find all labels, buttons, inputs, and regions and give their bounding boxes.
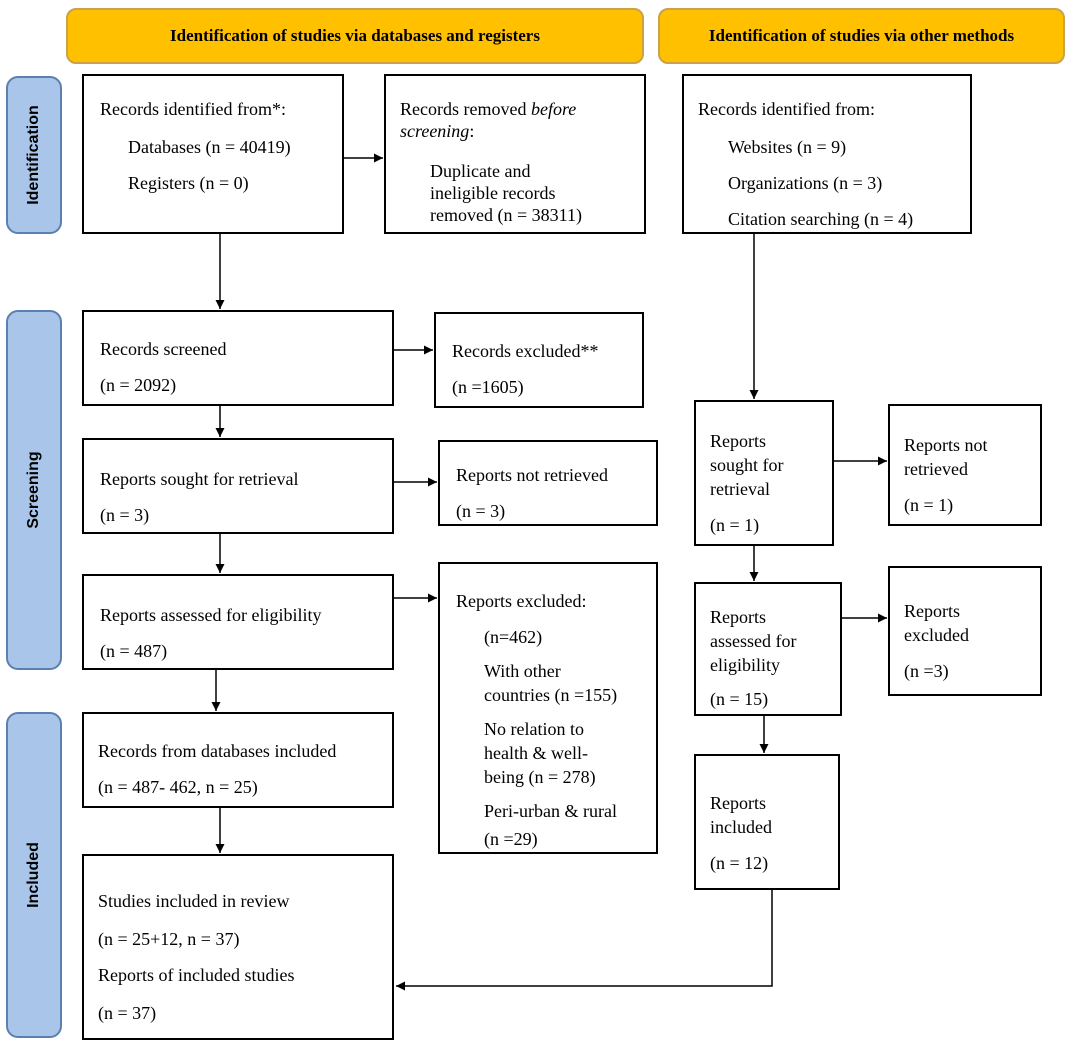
peri-urban-line2: (n =29) — [484, 829, 538, 849]
other-countries-line1: With other — [484, 661, 561, 681]
studies-included-title: Studies included in review — [98, 891, 290, 911]
records-identified-title: Records identified from*: — [100, 99, 286, 119]
reports-excluded-title: Reports excluded: — [456, 591, 587, 611]
reports-of-included-title: Reports of included studies — [98, 965, 295, 985]
phase-screening: Screening — [6, 310, 62, 670]
other-reports-excluded-line1: Reports — [904, 601, 960, 621]
other-reports-included-box: Reports included (n = 12) — [694, 754, 840, 890]
other-reports-excluded-box: Reports excluded (n =3) — [888, 566, 1042, 696]
no-relation-line1: No relation to — [484, 719, 584, 739]
records-removed-box: Records removed before screening: Duplic… — [384, 74, 646, 234]
other-reports-not-retrieved-line2: retrieved — [904, 459, 968, 479]
reports-of-included-count: (n = 37) — [98, 1003, 157, 1023]
reports-not-retrieved-count: (n = 3) — [456, 501, 506, 521]
records-excluded-title: Records excluded** — [452, 341, 599, 361]
studies-included-box: Studies included in review (n = 25+12, n… — [82, 854, 394, 1040]
studies-included-count: (n = 25+12, n = 37) — [98, 929, 240, 949]
other-reports-sought-box: Reports sought for retrieval (n = 1) — [694, 400, 834, 546]
other-records-identified-title: Records identified from: — [698, 99, 875, 119]
other-reports-sought-line2: sought for — [710, 455, 784, 475]
reports-assessed-box: Reports assessed for eligibility (n = 48… — [82, 574, 394, 670]
other-reports-sought-count: (n = 1) — [710, 515, 760, 535]
reports-excluded-box: Reports excluded: (n=462) With other cou… — [438, 562, 658, 854]
records-included-db-count: (n = 487- 462, n = 25) — [98, 777, 258, 797]
organizations-count: Organizations (n = 3) — [728, 173, 883, 193]
records-removed-line1: Records removed before — [400, 99, 577, 119]
reports-sought-count: (n = 3) — [100, 505, 150, 525]
records-removed-line5: removed (n = 38311) — [430, 205, 582, 225]
records-screened-title: Records screened — [100, 339, 227, 359]
other-reports-included-line2: included — [710, 817, 772, 837]
other-reports-assessed-line3: eligibility — [710, 655, 780, 675]
other-reports-not-retrieved-box: Reports not retrieved (n = 1) — [888, 404, 1042, 526]
other-reports-not-retrieved-line1: Reports not — [904, 435, 988, 455]
peri-urban-line1: Peri-urban & rural — [484, 801, 617, 821]
records-included-db-title: Records from databases included — [98, 741, 337, 761]
other-records-identified-box: Records identified from: Websites (n = 9… — [682, 74, 972, 234]
records-removed-line3: Duplicate and — [430, 161, 531, 181]
registers-count: Registers (n = 0) — [128, 173, 249, 193]
no-relation-line2: health & well- — [484, 743, 588, 763]
records-included-db-box: Records from databases included (n = 487… — [82, 712, 394, 808]
records-identified-box: Records identified from*: Databases (n =… — [82, 74, 344, 234]
phase-included: Included — [6, 712, 62, 1038]
other-reports-sought-line3: retrieval — [710, 479, 770, 499]
phase-identification: Identification — [6, 76, 62, 234]
reports-not-retrieved-box: Reports not retrieved (n = 3) — [438, 440, 658, 526]
reports-not-retrieved-title: Reports not retrieved — [456, 465, 608, 485]
other-reports-sought-line1: Reports — [710, 431, 766, 451]
records-removed-line4: ineligible records — [430, 183, 556, 203]
records-excluded-count: (n =1605) — [452, 377, 524, 397]
header-other-label: Identification of studies via other meth… — [708, 26, 1015, 45]
other-reports-excluded-count: (n =3) — [904, 661, 949, 681]
header-databases-label: Identification of studies via databases … — [170, 26, 540, 45]
reports-assessed-title: Reports assessed for eligibility — [100, 605, 322, 625]
other-reports-included-count: (n = 12) — [710, 853, 769, 873]
records-excluded-box: Records excluded** (n =1605) — [434, 312, 644, 408]
arrow-other-included-to-studies — [396, 890, 773, 991]
records-screened-box: Records screened (n = 2092) — [82, 310, 394, 406]
other-reports-assessed-box: Reports assessed for eligibility (n = 15… — [694, 582, 842, 716]
reports-sought-title: Reports sought for retrieval — [100, 469, 299, 489]
websites-count: Websites (n = 9) — [728, 137, 847, 157]
header-other-methods: Identification of studies via other meth… — [658, 8, 1065, 64]
reports-excluded-count: (n=462) — [484, 627, 543, 647]
citation-searching-count: Citation searching (n = 4) — [728, 209, 914, 229]
other-reports-not-retrieved-count: (n = 1) — [904, 495, 954, 515]
other-reports-assessed-count: (n = 15) — [710, 689, 769, 709]
reports-sought-box: Reports sought for retrieval (n = 3) — [82, 438, 394, 534]
records-screened-count: (n = 2092) — [100, 375, 177, 395]
reports-assessed-count: (n = 487) — [100, 641, 168, 661]
other-reports-assessed-line2: assessed for — [710, 631, 797, 651]
other-reports-excluded-line2: excluded — [904, 625, 969, 645]
other-reports-included-line1: Reports — [710, 793, 766, 813]
other-countries-line2: countries (n =155) — [484, 685, 618, 705]
header-databases-registers: Identification of studies via databases … — [66, 8, 644, 64]
no-relation-line3: being (n = 278) — [484, 767, 596, 787]
databases-count: Databases (n = 40419) — [128, 137, 291, 157]
other-reports-assessed-line1: Reports — [710, 607, 766, 627]
records-removed-line2: screening: — [400, 121, 475, 141]
